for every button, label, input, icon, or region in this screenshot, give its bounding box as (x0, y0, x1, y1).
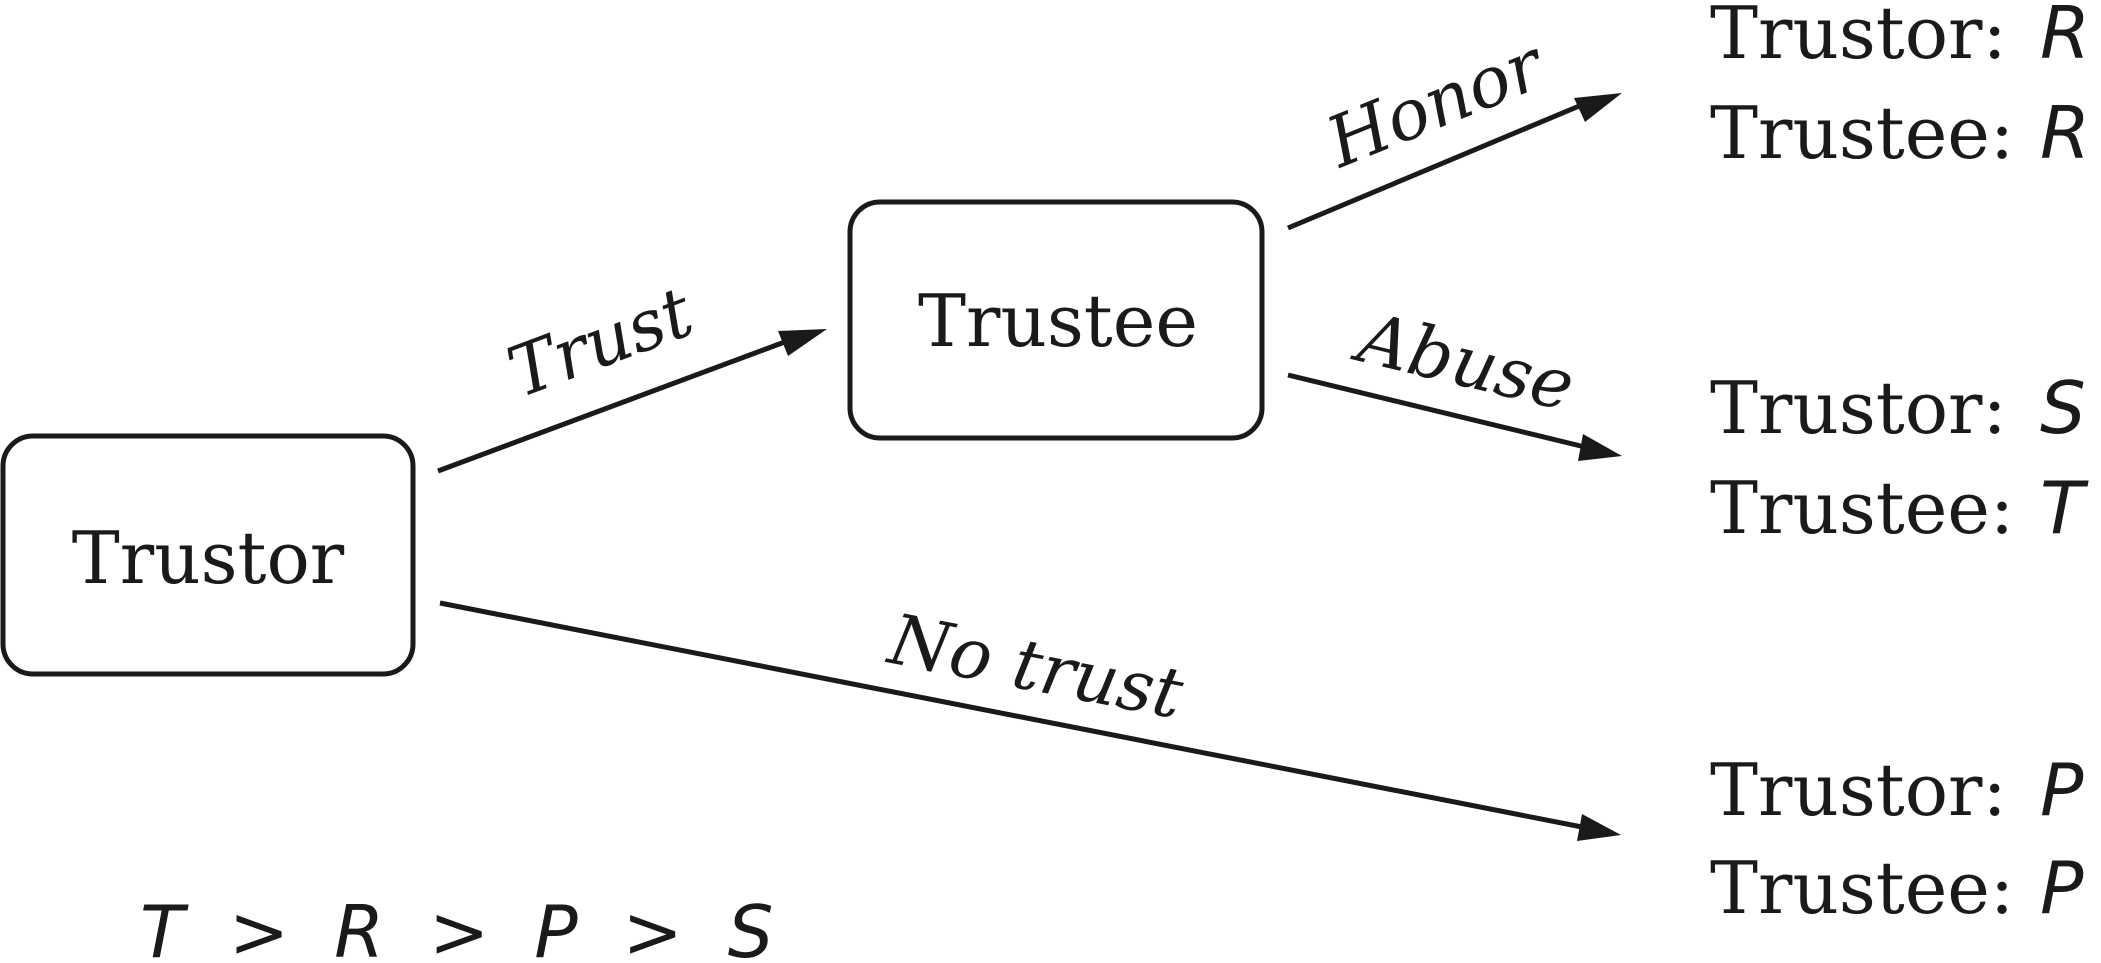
abuse-edge: Abuse (1287, 295, 1622, 461)
abuse-edge-label: Abuse (1345, 295, 1582, 427)
payoff-abuse: Trustor: S Trustee: T (1710, 366, 2089, 550)
no-trust-arrowhead (1577, 814, 1621, 841)
ordering-gt-3: > (623, 890, 683, 963)
ordering-t: T (140, 890, 189, 963)
ordering-p: P (534, 890, 578, 963)
abuse-arrowhead (1578, 434, 1622, 461)
trust-edge: Trust (437, 271, 827, 474)
trustor-node: Trustor (0, 433, 416, 677)
payoff-no-trust-trustor-label: Trustor: (1710, 748, 2007, 832)
honor-edge-line (1287, 101, 1585, 231)
ordering-gt-1: > (229, 890, 289, 963)
payoff-abuse-trustee-label: Trustee: (1710, 466, 2014, 550)
honor-arrowhead (1574, 93, 1622, 122)
payoff-honor: Trustor: R Trustee: R (1710, 0, 2090, 175)
honor-edge: Honor (1287, 23, 1622, 231)
no-trust-edge: No trust (439, 598, 1621, 841)
trust-edge-label: Trust (497, 271, 704, 414)
payoff-honor-trustee-label: Trustee: (1710, 91, 2014, 175)
payoff-no-trust-trustor-value: P (2040, 748, 2084, 832)
payoff-honor-trustee-value: R (2040, 91, 2090, 175)
trustee-node-box (847, 199, 1265, 441)
trustor-node-box (0, 433, 416, 677)
ordering-gt-2: > (429, 890, 489, 963)
trustee-node: Trustee (847, 199, 1265, 441)
ordering-s: S (728, 890, 774, 963)
ordering-r: R (334, 890, 384, 963)
honor-edge-label: Honor (1314, 23, 1557, 185)
no-trust-edge-line (439, 600, 1583, 830)
payoff-honor-trustor-value: R (2040, 0, 2090, 75)
payoff-abuse-trustee-value: T (2040, 466, 2089, 550)
trustee-node-label: Trustee (918, 279, 1198, 363)
payoff-no-trust-trustee-value: P (2040, 846, 2084, 930)
payoff-no-trust-trustee-label: Trustee: (1710, 846, 2014, 930)
payoff-abuse-trustor-label: Trustor: (1710, 366, 2007, 450)
trust-arrowhead (778, 329, 827, 356)
payoff-honor-trustor-label: Trustor: (1710, 0, 2007, 75)
payoff-abuse-trustor-value: S (2040, 366, 2086, 450)
trust-edge-line (437, 337, 791, 474)
payoff-ordering: T > R > P > S (140, 890, 773, 963)
no-trust-edge-label: No trust (881, 598, 1190, 736)
trustor-node-label: Trustor (72, 516, 345, 600)
abuse-edge-line (1287, 372, 1586, 450)
payoff-no-trust: Trustor: P Trustee: P (1710, 748, 2084, 930)
